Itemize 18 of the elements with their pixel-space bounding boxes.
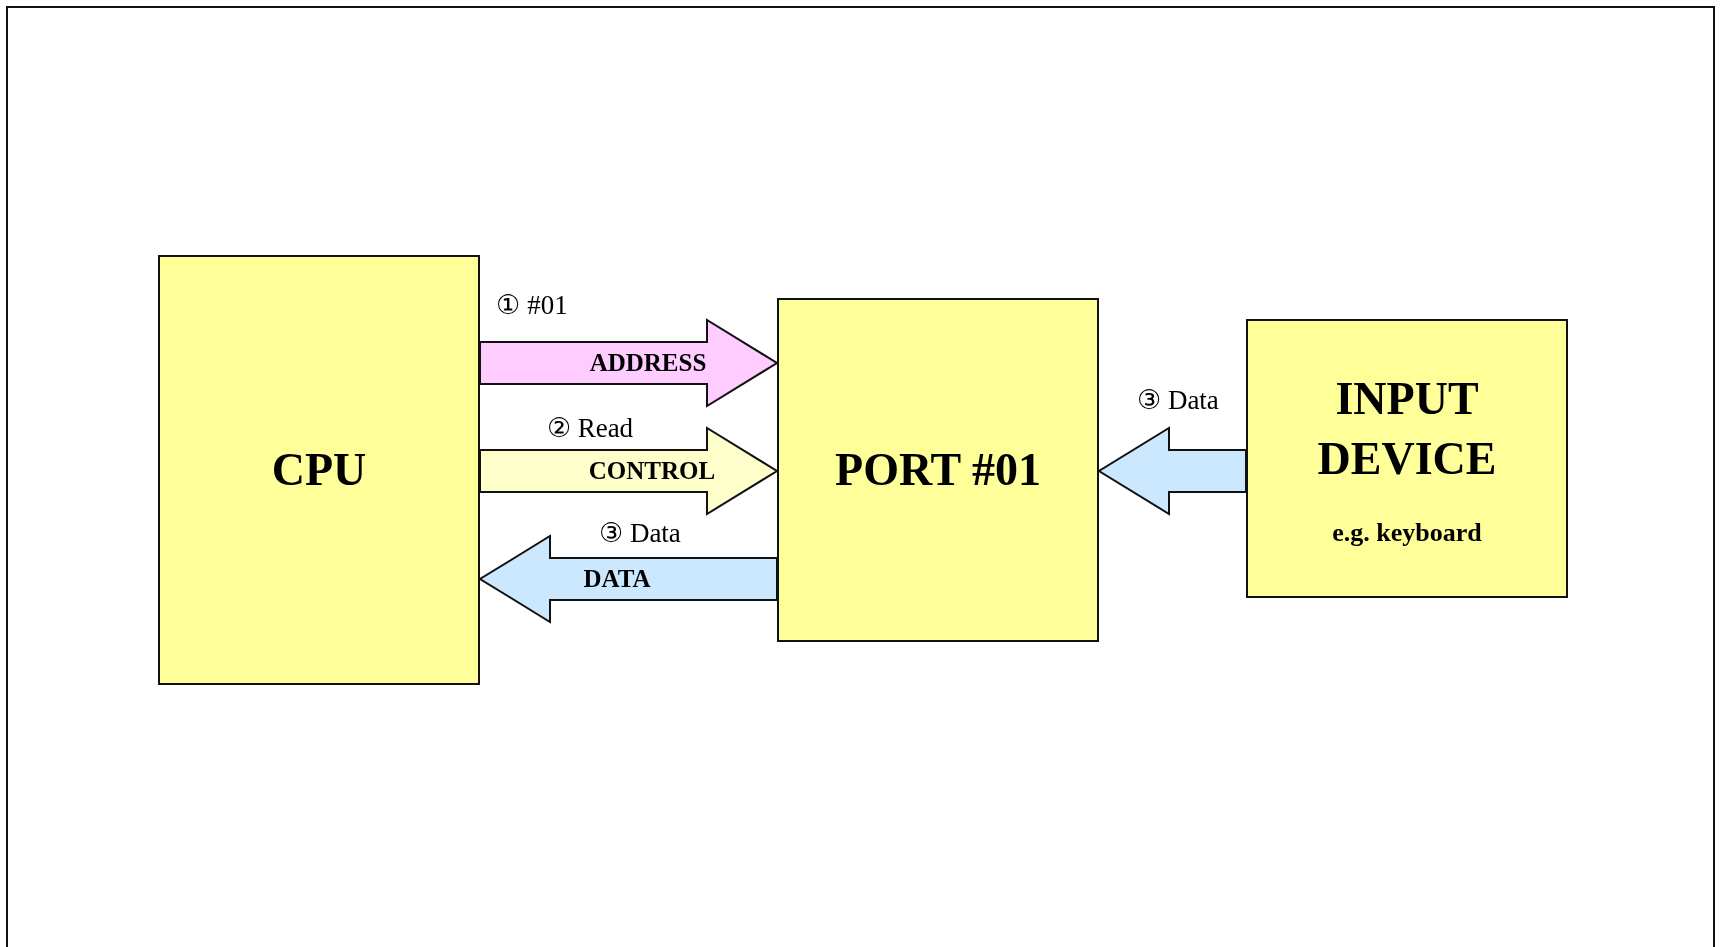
block-title: CPU: [271, 443, 367, 498]
step-annotation: ② Read: [546, 412, 634, 444]
block-arrow: [479, 426, 779, 516]
block-box: [1246, 319, 1568, 598]
block-arrow: [479, 318, 779, 408]
block-title: INPUT DEVICE: [1316, 371, 1498, 486]
block-box: [158, 255, 480, 685]
edge-label: ADDRESS: [589, 349, 707, 377]
block-title: PORT #01: [835, 443, 1041, 498]
block-subtitle: e.g. keyboard: [1332, 518, 1482, 549]
edge-label: CONTROL: [588, 457, 716, 485]
block-arrow: [1097, 426, 1247, 516]
step-annotation: ③ Data: [599, 517, 681, 549]
step-annotation: ③ Data: [1137, 384, 1219, 416]
block-arrow: [478, 534, 778, 624]
edge-label: DATA: [583, 565, 651, 593]
step-annotation: ① #01: [496, 289, 568, 321]
block-box: [777, 298, 1099, 642]
